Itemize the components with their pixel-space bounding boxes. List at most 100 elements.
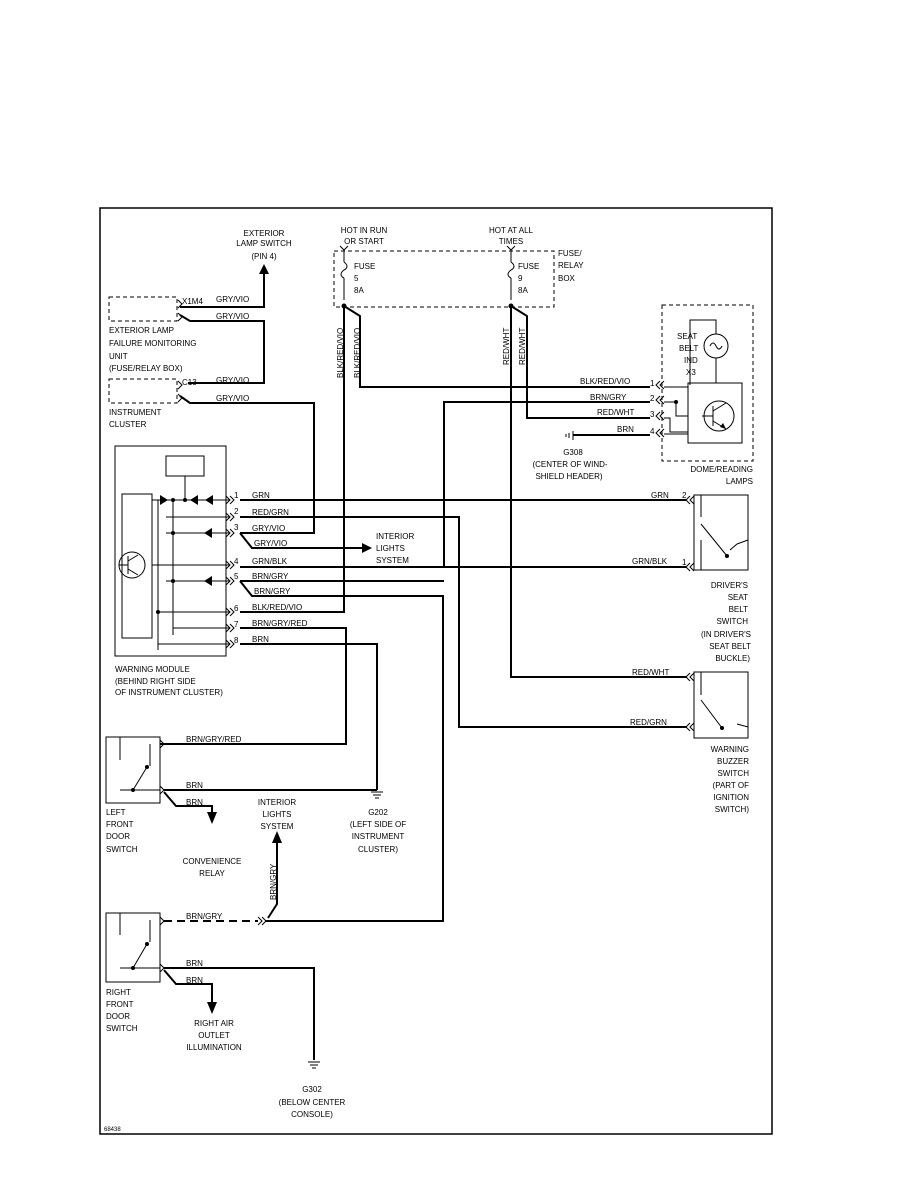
svg-text:BUCKLE): BUCKLE) <box>715 654 750 663</box>
wire-label-brn-door-1: BRN <box>186 781 203 790</box>
svg-text:BUZZER: BUZZER <box>717 757 749 766</box>
wire-label-brn-gry-vertical: BRN/GRY <box>269 863 278 900</box>
svg-text:LAMPS: LAMPS <box>726 477 753 486</box>
right-front-door-switch-box <box>105 912 161 983</box>
fuse-relay-box <box>333 250 555 308</box>
interior-lights-up-arrow-icon <box>272 831 282 843</box>
instrument-cluster-box <box>108 378 178 404</box>
wire-label-brn-gry-right-door: BRN/GRY <box>186 912 223 921</box>
svg-text:4: 4 <box>234 557 239 566</box>
exterior-lamp-switch-label: EXTERIOR LAMP SWITCH (PIN 4) <box>236 229 292 261</box>
svg-text:ILLUMINATION: ILLUMINATION <box>186 1043 242 1052</box>
svg-text:DOME/READING: DOME/READING <box>690 465 753 474</box>
svg-text:G308: G308 <box>563 448 583 457</box>
svg-text:5: 5 <box>234 572 239 581</box>
svg-text:OF INSTRUMENT CLUSTER): OF INSTRUMENT CLUSTER) <box>115 688 223 697</box>
svg-text:2: 2 <box>234 507 239 516</box>
warning-buzzer-switch-label: WARNING BUZZER SWITCH (PART OF IGNITION … <box>711 745 750 814</box>
svg-text:INTERIOR: INTERIOR <box>376 532 414 541</box>
elfmu-label: EXTERIOR LAMP FAILURE MONITORING UNIT (F… <box>109 326 196 373</box>
exterior-lamp-arrow-icon <box>259 264 269 274</box>
svg-text:RELAY: RELAY <box>199 869 225 878</box>
g308-label: G308 (CENTER OF WIND- SHIELD HEADER) <box>532 448 607 481</box>
interior-lights-system-label-1: INTERIOR LIGHTS SYSTEM <box>376 532 414 565</box>
right-door-switch-icon <box>132 943 148 969</box>
svg-text:OR START: OR START <box>344 237 384 246</box>
wire-label-brn-gry-pin5b: BRN/GRY <box>254 587 291 596</box>
wire-label-brn-door-2: BRN <box>186 798 203 807</box>
connector-x1m4: X1M4 <box>182 297 203 306</box>
svg-text:FUSE: FUSE <box>518 262 539 271</box>
svg-text:SEAT: SEAT <box>728 593 748 602</box>
dome-connector: 1 2 3 4 <box>650 379 655 436</box>
g302-ground-icon <box>308 1061 320 1069</box>
svg-text:LEFT: LEFT <box>106 808 126 817</box>
svg-text:SEAT BELT: SEAT BELT <box>709 642 751 651</box>
fuse-relay-box-label: FUSE/ RELAY BOX <box>558 249 584 283</box>
svg-text:LAMP SWITCH: LAMP SWITCH <box>236 239 292 248</box>
svg-text:LIGHTS: LIGHTS <box>263 810 292 819</box>
svg-text:(BEHIND RIGHT SIDE: (BEHIND RIGHT SIDE <box>115 677 196 686</box>
svg-text:(BELOW CENTER: (BELOW CENTER <box>279 1098 346 1107</box>
svg-text:2: 2 <box>650 394 655 403</box>
fuse-5-icon <box>340 261 348 279</box>
wire-label-brn-dome: BRN <box>617 425 634 434</box>
drivers-seat-belt-switch-label: DRIVER'S SEAT BELT SWITCH (IN DRIVER'S S… <box>701 581 751 663</box>
g202-label: G202 (LEFT SIDE OF INSTRUMENT CLUSTER) <box>350 808 406 854</box>
seat-belt-ind-label: SEAT BELT IND X3 <box>677 332 699 377</box>
svg-text:RELAY: RELAY <box>558 261 584 270</box>
svg-text:1: 1 <box>650 379 655 388</box>
convenience-relay-arrow-icon <box>207 812 217 824</box>
diagram-border <box>99 207 773 1135</box>
dome-reading-label: DOME/READING LAMPS <box>690 465 753 486</box>
svg-text:FUSE/: FUSE/ <box>558 249 582 258</box>
left-front-door-switch-box <box>105 736 161 804</box>
wire-label-red-grn-pin2: RED/GRN <box>252 508 289 517</box>
svg-text:SHIELD HEADER): SHIELD HEADER) <box>535 472 602 481</box>
wire-label-red-wht-dome: RED/WHT <box>597 408 634 417</box>
wire-label-gry-vio-pin3: GRY/VIO <box>252 524 285 533</box>
svg-text:BELT: BELT <box>679 344 699 353</box>
wire-label-red-wht-v2: RED/WHT <box>518 328 527 365</box>
svg-text:1: 1 <box>234 491 239 500</box>
wire-label-red-grn-buzzer: RED/GRN <box>630 718 667 727</box>
svg-text:(FUSE/RELAY BOX): (FUSE/RELAY BOX) <box>109 364 183 373</box>
wire-label-grn-seat: GRN <box>651 491 669 500</box>
fuse-9-label: FUSE 9 8A <box>518 262 539 295</box>
svg-text:7: 7 <box>234 620 239 629</box>
svg-text:BELT: BELT <box>729 605 749 614</box>
wire-label-red-wht-v1: RED/WHT <box>502 328 511 365</box>
svg-text:RIGHT AIR: RIGHT AIR <box>194 1019 234 1028</box>
svg-text:3: 3 <box>234 523 239 532</box>
right-front-door-switch-label: RIGHT FRONT DOOR SWITCH <box>106 988 138 1033</box>
instrument-cluster-label: INSTRUMENT CLUSTER <box>109 408 162 429</box>
left-door-switch-icon <box>132 766 148 791</box>
svg-text:FRONT: FRONT <box>106 1000 134 1009</box>
svg-text:CONSOLE): CONSOLE) <box>291 1110 333 1119</box>
wire-label-blk-red-vio-dome: BLK/RED/VIO <box>580 377 630 386</box>
svg-text:INSTRUMENT: INSTRUMENT <box>352 832 405 841</box>
drivers-seat-belt-switch-box <box>693 494 749 571</box>
wire-label-brn-right-door-1: BRN <box>186 959 203 968</box>
svg-text:SWITCH): SWITCH) <box>715 805 750 814</box>
wire-label-brn-gry-red-door: BRN/GRY/RED <box>186 735 242 744</box>
seat-pin-2: 2 <box>682 491 687 500</box>
svg-text:DOOR: DOOR <box>106 1012 130 1021</box>
wire-label-gry-vio-top: GRY/VIO <box>216 295 249 304</box>
svg-text:CLUSTER: CLUSTER <box>109 420 147 429</box>
svg-text:8: 8 <box>234 636 239 645</box>
svg-text:5: 5 <box>354 274 359 283</box>
interior-lights-system-label-2: INTERIOR LIGHTS SYSTEM <box>258 798 296 831</box>
right-air-outlet-arrow-icon <box>207 1002 217 1014</box>
svg-text:3: 3 <box>650 410 655 419</box>
g202-ground-icon <box>371 791 383 799</box>
wire-label-brn-gry-pin5: BRN/GRY <box>252 572 289 581</box>
connector-c13: C13 <box>182 378 197 387</box>
wire-label-brn-pin8: BRN <box>252 635 269 644</box>
svg-text:X3: X3 <box>686 368 696 377</box>
svg-text:G302: G302 <box>302 1085 322 1094</box>
warning-module-connector: 1 2 3 4 5 6 7 8 <box>225 491 239 649</box>
svg-text:(PART OF: (PART OF <box>713 781 750 790</box>
svg-text:WARNING: WARNING <box>711 745 749 754</box>
